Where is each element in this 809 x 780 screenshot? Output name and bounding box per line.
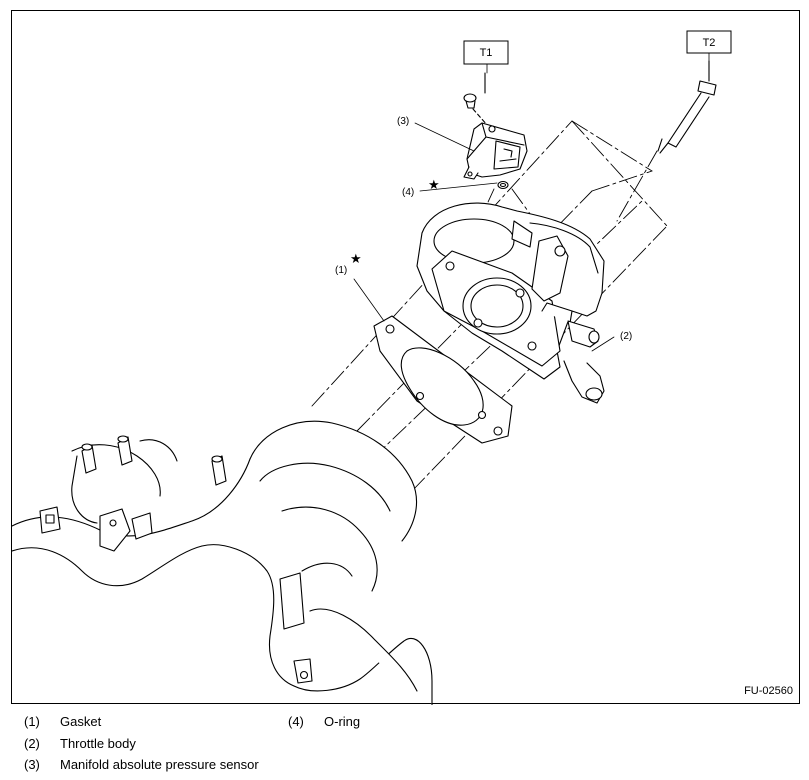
- callout-1: (1): [335, 265, 347, 276]
- callout-2: (2): [620, 331, 632, 342]
- legend-item: (2)Throttle body: [24, 736, 136, 751]
- callout-3: (3): [397, 116, 409, 127]
- exploded-view-figure: T1 T2 (1) (2) (3) (4) ★ ★ FU-02560: [11, 10, 800, 705]
- o-ring: [497, 180, 509, 190]
- star-icon: ★: [428, 178, 440, 193]
- legend-item: (1)Gasket: [24, 714, 102, 729]
- figure-id: FU-02560: [744, 685, 793, 697]
- map-sensor: [463, 122, 528, 180]
- throttle-body: [416, 202, 605, 404]
- svg-text:T2: T2: [703, 37, 716, 49]
- tool-label-t1: T1: [463, 40, 509, 65]
- parts-legend: (1)Gasket (2)Throttle body (3)Manifold a…: [0, 712, 809, 780]
- star-icon: ★: [350, 252, 362, 267]
- screw-t1: [463, 72, 489, 127]
- legend-item: (3)Manifold absolute pressure sensor: [24, 757, 259, 772]
- gasket: [373, 315, 513, 444]
- legend-item: (4)O-ring: [288, 714, 361, 729]
- callout-4: (4): [402, 187, 414, 198]
- tool-label-t2: T2: [686, 30, 732, 54]
- exploded-diagram: T1 T2 (1) (2) (3) (4) ★ ★: [12, 30, 732, 705]
- intake-manifold: [12, 420, 433, 705]
- bolt-t2: [657, 60, 717, 154]
- leader-lines: [353, 52, 710, 352]
- svg-text:T1: T1: [480, 47, 493, 59]
